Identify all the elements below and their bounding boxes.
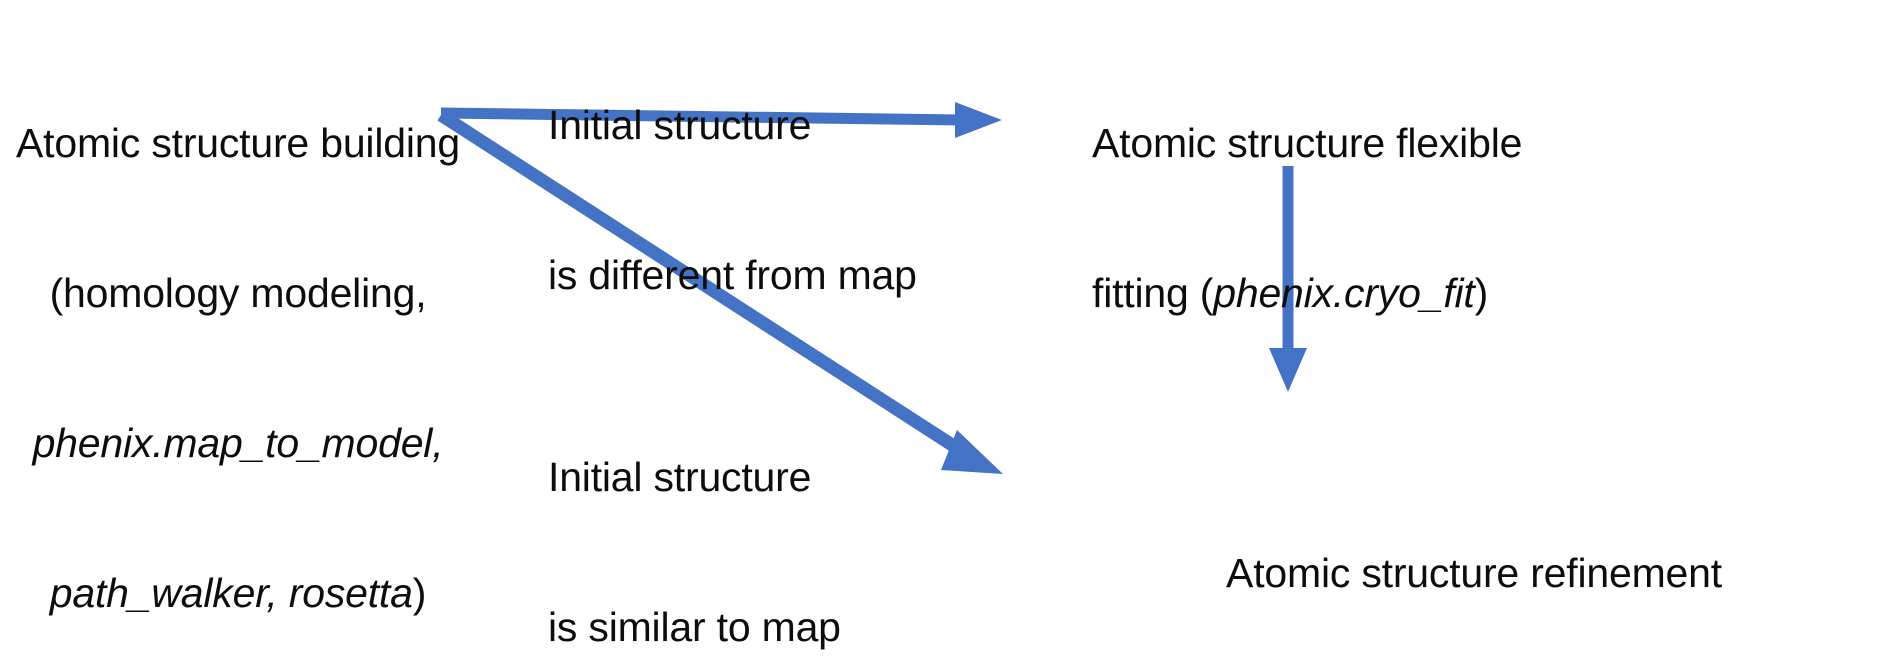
node-flexible-fitting-line-1: Atomic structure flexible xyxy=(1092,120,1523,167)
edge-label-different-line-1: Initial structure xyxy=(548,102,812,149)
node-refinement-line-1: Atomic structure refinement xyxy=(1226,550,1722,597)
node-flexible-fitting-line-2-pre: fitting ( xyxy=(1092,270,1214,317)
edge-label-initial-structure-different: Initial structure is different from map xyxy=(548,0,948,400)
node-flexible-fitting-line-2-italic: phenix.cryo_fit xyxy=(1213,270,1475,317)
node-atomic-structure-building: Atomic structure building (homology mode… xyxy=(8,18,468,662)
node-building-line-1: Atomic structure building xyxy=(16,120,460,167)
node-building-line-4-tail: ) xyxy=(412,570,427,617)
node-building-line-4: path_walker, rosetta) xyxy=(8,568,468,618)
edge-label-similar-line-2: is similar to map xyxy=(548,604,841,651)
node-building-line-2: (homology modeling, xyxy=(49,270,427,317)
node-flexible-fitting-line-2: fitting (phenix.cryo_fit) xyxy=(1092,268,1562,318)
edge-label-initial-structure-similar: Initial structure is similar to map xyxy=(548,352,948,662)
node-atomic-structure-flexible-fitting: Atomic structure flexible fitting (pheni… xyxy=(1092,18,1562,418)
node-building-line-4-italic: path_walker, rosetta xyxy=(49,570,413,617)
edge-label-similar-line-1: Initial structure xyxy=(548,454,812,501)
edge-label-different-line-2: is different from map xyxy=(548,252,917,299)
node-flexible-fitting-line-2-post: ) xyxy=(1474,270,1489,317)
node-building-line-3-italic: phenix.map_to_model, xyxy=(32,420,444,467)
node-atomic-structure-refinement: Atomic structure refinement (phenix.real… xyxy=(1064,448,1884,662)
node-building-line-3: phenix.map_to_model, xyxy=(8,418,468,468)
